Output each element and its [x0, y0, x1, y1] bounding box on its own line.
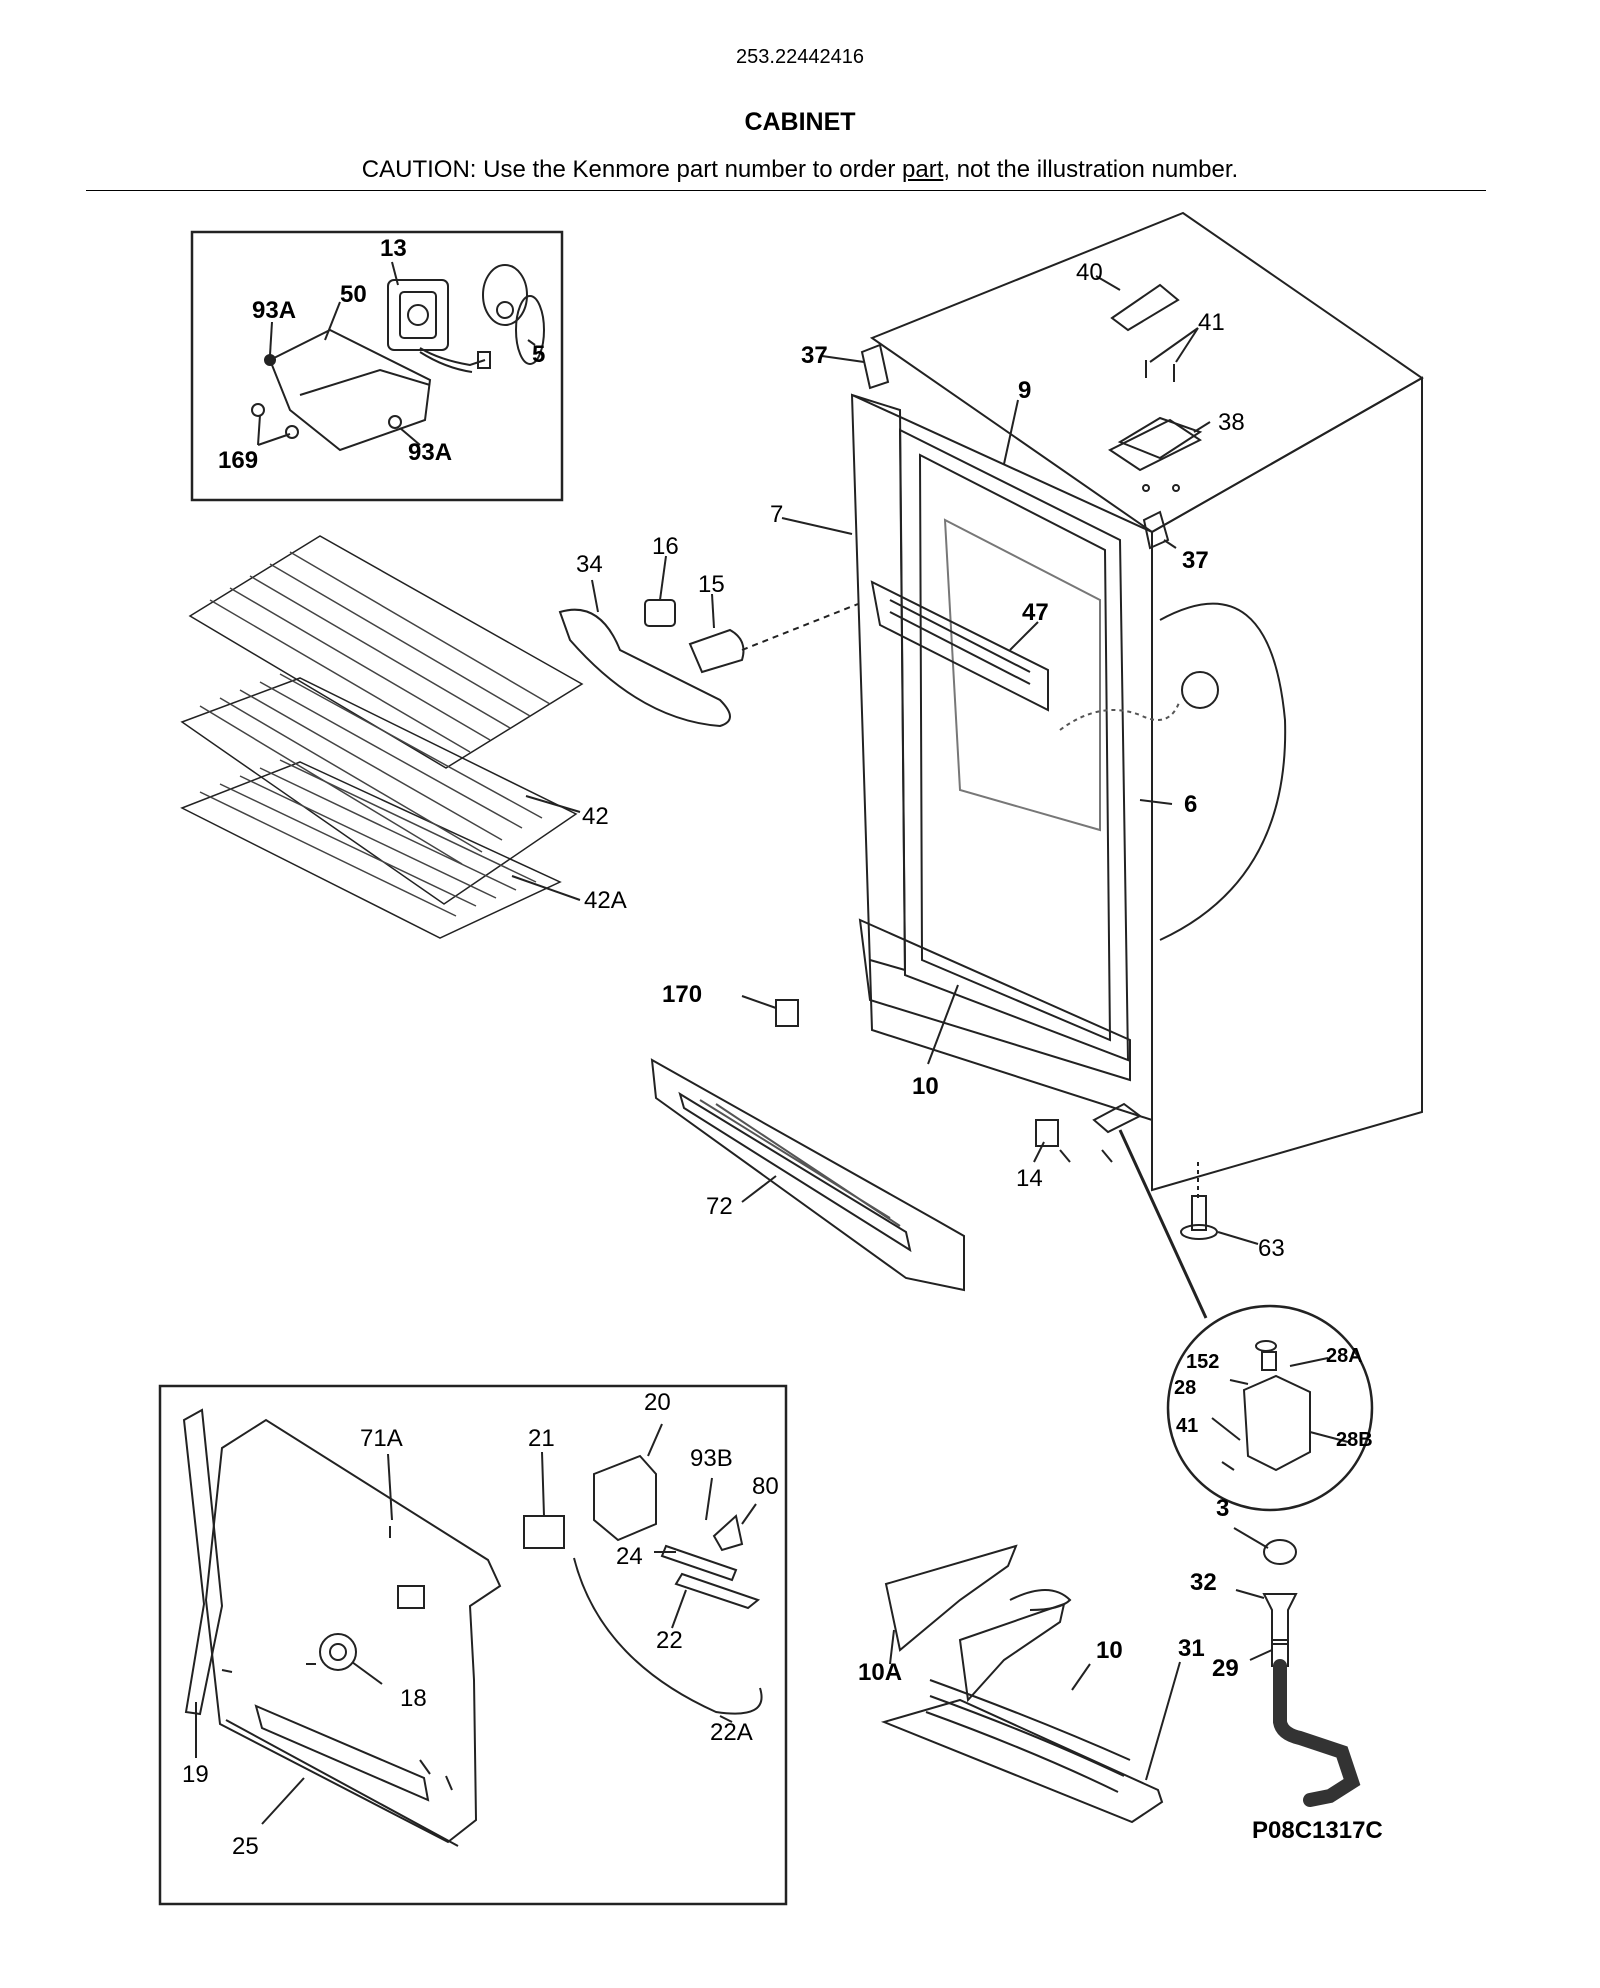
section-title: CABINET — [744, 108, 856, 136]
callout-93a-bottom: 93A — [408, 439, 452, 466]
callout-13: 13 — [380, 235, 407, 262]
drain-heater-assembly: 10A 10 31 — [858, 1544, 1205, 1824]
light-assembly: 34 16 15 — [558, 533, 859, 728]
part-14-switch — [1035, 1119, 1059, 1147]
callout-37-right: 37 — [1182, 547, 1209, 574]
callout-19: 19 — [182, 1761, 209, 1788]
callout-10-heater: 10 — [1096, 1637, 1123, 1664]
fan-blade-part — [482, 264, 545, 365]
callout-47: 47 — [1022, 599, 1049, 626]
caution-note: CAUTION: Use the Kenmore part number to … — [0, 156, 1600, 184]
callout-41-top: 41 — [1198, 309, 1225, 336]
callout-80: 80 — [752, 1473, 779, 1500]
callout-24: 24 — [616, 1543, 643, 1570]
callout-10a: 10A — [858, 1659, 902, 1686]
callout-28a: 28A — [1326, 1345, 1363, 1367]
callout-152: 152 — [1186, 1351, 1219, 1373]
callout-28b: 28B — [1336, 1429, 1373, 1451]
callout-41-hinge: 41 — [1176, 1415, 1198, 1437]
callout-42: 42 — [582, 803, 609, 830]
callout-31: 31 — [1178, 1635, 1205, 1662]
caution-suffix: , not the illustration number. — [943, 156, 1239, 183]
callout-20: 20 — [644, 1389, 671, 1416]
callout-6: 6 — [1184, 791, 1197, 818]
callout-37-top: 37 — [801, 342, 828, 369]
part-21-timer — [523, 1515, 565, 1549]
callout-15: 15 — [698, 571, 725, 598]
callout-63: 63 — [1258, 1235, 1285, 1262]
callout-16: 16 — [652, 533, 679, 560]
callout-10-cabinet: 10 — [912, 1073, 939, 1100]
back-panel-inset: 71A 21 20 93B 80 24 22 18 22A 19 25 — [158, 1384, 788, 1906]
model-number: 253.22442416 — [736, 46, 864, 68]
callout-25: 25 — [232, 1833, 259, 1860]
fan-motor-part — [387, 279, 449, 351]
part-20-cover — [593, 1454, 657, 1542]
header-rule — [86, 190, 1486, 191]
wire-shelves: 42 42A — [180, 535, 627, 939]
callout-22: 22 — [656, 1627, 683, 1654]
drain-assembly: 3 32 29 — [1190, 1495, 1361, 1807]
part-63-leveler — [1180, 1162, 1259, 1245]
callout-40: 40 — [1076, 259, 1103, 286]
callout-170: 170 — [662, 981, 702, 1008]
callout-42a: 42A — [584, 887, 627, 914]
callout-72: 72 — [706, 1193, 733, 1220]
callout-32: 32 — [1190, 1569, 1217, 1596]
callout-169: 169 — [218, 447, 258, 474]
callout-21: 21 — [528, 1425, 555, 1452]
callout-18: 18 — [400, 1685, 427, 1712]
callout-14: 14 — [1016, 1165, 1043, 1192]
caution-underlined: part — [902, 156, 944, 183]
callout-93b: 93B — [690, 1445, 733, 1472]
diagram-code: P08C1317C — [1252, 1817, 1383, 1844]
cabinet-body: 37 40 41 9 38 7 37 47 6 170 10 14 63 — [662, 211, 1424, 1262]
callout-38: 38 — [1218, 409, 1245, 436]
callout-3: 3 — [1216, 1495, 1229, 1522]
hinge-detail: 152 28A 28 41 28B — [1118, 1129, 1374, 1512]
caution-prefix: CAUTION: Use the Kenmore part number to … — [361, 156, 902, 183]
part-170 — [775, 999, 799, 1027]
callout-29: 29 — [1212, 1655, 1239, 1682]
fan-motor-inset: 13 50 93A 5 169 93A — [190, 230, 564, 502]
callout-34: 34 — [576, 551, 603, 578]
callout-9: 9 — [1018, 377, 1031, 404]
callout-28: 28 — [1174, 1377, 1196, 1399]
callout-22a: 22A — [710, 1719, 753, 1746]
callout-71a: 71A — [360, 1425, 403, 1452]
toe-grille: 72 — [650, 1058, 965, 1292]
callout-7: 7 — [770, 501, 783, 528]
callout-5: 5 — [532, 341, 545, 368]
callout-93a-top: 93A — [252, 297, 296, 324]
callout-50: 50 — [340, 281, 367, 308]
